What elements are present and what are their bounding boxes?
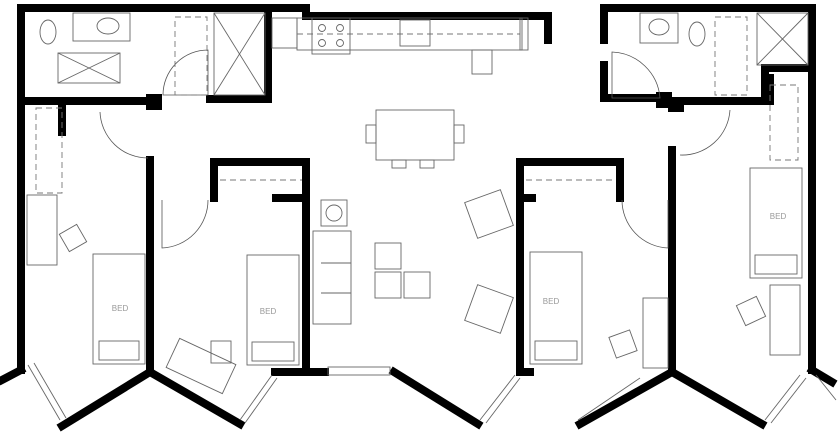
door-swing[interactable] xyxy=(99,111,149,159)
dining-table xyxy=(375,109,455,161)
bed xyxy=(529,251,583,365)
round-table-icon xyxy=(320,199,348,227)
desk xyxy=(769,284,801,356)
bed-label: BED xyxy=(770,212,787,221)
sofa xyxy=(312,230,352,325)
bed-label: BED xyxy=(112,304,129,313)
sink-icon xyxy=(639,12,679,44)
desk xyxy=(26,194,58,266)
toilet-icon xyxy=(39,19,57,45)
bathroom-right xyxy=(611,12,809,99)
chair xyxy=(735,295,767,327)
armchair xyxy=(464,284,514,334)
bedroom-2: BED xyxy=(161,179,302,395)
shower-tray-icon xyxy=(57,52,121,84)
door-swing[interactable] xyxy=(161,199,209,249)
chair xyxy=(608,329,638,359)
bathroom-left xyxy=(39,12,266,96)
stove-icon xyxy=(311,17,351,55)
chair xyxy=(210,340,232,364)
living-area xyxy=(312,109,514,334)
desk xyxy=(165,337,237,395)
chair xyxy=(58,223,88,253)
desk xyxy=(642,297,669,369)
walls xyxy=(0,4,838,432)
bed xyxy=(749,167,803,279)
bed-label: BED xyxy=(543,297,560,306)
windows xyxy=(27,362,837,424)
door-swing[interactable] xyxy=(162,49,209,96)
armchair xyxy=(464,189,514,239)
bedroom-1: BED xyxy=(26,107,149,365)
kitchen xyxy=(271,17,529,75)
fridge-door xyxy=(471,49,493,75)
sink-icon xyxy=(72,12,131,42)
shower-icon xyxy=(756,12,809,66)
bed xyxy=(92,253,146,365)
door-swing[interactable] xyxy=(621,199,669,249)
bedroom-4: BED xyxy=(679,84,803,356)
bedroom-3: BED xyxy=(526,179,669,369)
door-swing[interactable] xyxy=(611,51,661,99)
door-swing[interactable] xyxy=(679,109,731,156)
kitchen-sink-icon xyxy=(399,19,431,47)
shower-icon xyxy=(213,12,266,96)
bed xyxy=(246,254,300,366)
toilet-icon xyxy=(688,21,706,47)
bed-label: BED xyxy=(260,307,277,316)
